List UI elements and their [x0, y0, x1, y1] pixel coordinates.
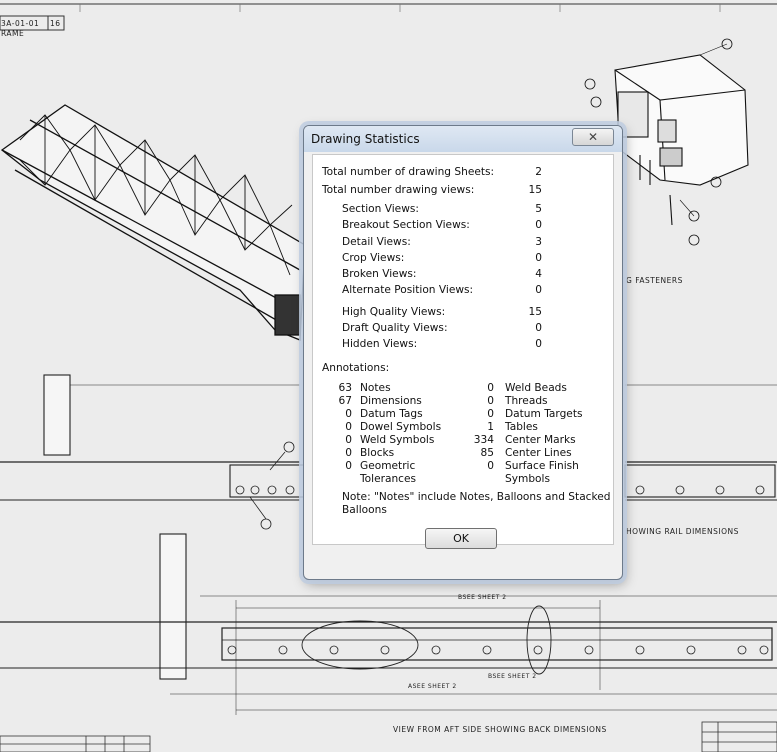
- annotation-label-line2: Tolerances: [360, 473, 417, 485]
- rail-view-label: HOWING RAIL DIMENSIONS: [626, 527, 739, 536]
- breakout-views-label: Breakout Section Views:: [342, 219, 470, 231]
- annotation-label: Datum Tags: [360, 408, 423, 420]
- annotation-label: Dowel Symbols: [360, 421, 442, 433]
- revision-table-bottom-left: [0, 735, 151, 752]
- statistics-panel: Total number of drawing Sheets: 2 Total …: [312, 154, 614, 545]
- title-block-bottom-right: [701, 721, 777, 752]
- annotation-count: 0: [345, 408, 352, 420]
- high-quality-views-label: High Quality Views:: [342, 306, 446, 318]
- draft-quality-views-value: 0: [535, 322, 542, 334]
- annotation-label-line2: Symbols: [505, 473, 550, 485]
- annotation-label: Tables: [505, 421, 538, 433]
- broken-views-value: 4: [535, 268, 542, 280]
- annotation-label: Notes: [360, 382, 391, 394]
- annotation-label: Dimensions: [360, 395, 422, 407]
- aft-side-view: [0, 533, 777, 715]
- close-button[interactable]: ✕: [572, 128, 614, 146]
- section-views-value: 5: [535, 203, 542, 215]
- callout-bsee-sheet: BSEE SHEET 2: [458, 594, 507, 601]
- annotation-count: 0: [345, 434, 352, 446]
- annotation-label: Weld Beads: [505, 382, 567, 394]
- annotation-label: Surface Finish: [505, 460, 579, 472]
- annotation-count: 1: [487, 421, 494, 433]
- annotation-count: 334: [473, 434, 494, 446]
- breakout-views-value: 0: [535, 219, 542, 231]
- note-text-line1: Note: "Notes" include Notes, Balloons an…: [342, 491, 611, 503]
- alt-position-views-value: 0: [535, 284, 542, 296]
- total-sheets-label: Total number of drawing Sheets:: [322, 166, 495, 178]
- annotation-count: 0: [487, 408, 494, 420]
- crop-views-label: Crop Views:: [342, 252, 405, 264]
- bracket-assembly-view: [584, 38, 749, 246]
- annotation-count: 63: [338, 382, 352, 394]
- hidden-views-value: 0: [535, 338, 542, 350]
- truss-frame-isometric-view: [0, 104, 306, 341]
- detail-views-label: Detail Views:: [342, 236, 411, 248]
- sheet-number-text: 16: [50, 19, 61, 28]
- annotation-label: Center Lines: [505, 447, 572, 459]
- rail-dimensions-view: [0, 374, 777, 530]
- section-views-label: Section Views:: [342, 203, 419, 215]
- annotation-label: Geometric: [360, 460, 416, 472]
- callout-asee-sheet: ASEE SHEET 2: [408, 683, 457, 690]
- annotation-label: Datum Targets: [505, 408, 583, 420]
- annotations-heading: Annotations:: [322, 362, 390, 374]
- drawing-statistics-dialog: Drawing Statistics ✕ Total number of dra…: [303, 125, 623, 580]
- crop-views-value: 0: [535, 252, 542, 264]
- note-text-line2: Balloons: [342, 504, 387, 516]
- alt-position-views-label: Alternate Position Views:: [342, 284, 474, 296]
- aft-view-label: VIEW FROM AFT SIDE SHOWING BACK DIMENSIO…: [393, 725, 607, 734]
- annotation-label: Threads: [505, 395, 548, 407]
- annotation-count: 0: [345, 421, 352, 433]
- annotation-count: 0: [487, 395, 494, 407]
- annotation-count: 85: [480, 447, 494, 459]
- annotation-count: 0: [487, 382, 494, 394]
- annotation-count: 67: [338, 395, 352, 407]
- annotation-label: Blocks: [360, 447, 395, 459]
- dialog-title: Drawing Statistics: [311, 132, 420, 146]
- annotation-count: 0: [345, 460, 352, 472]
- annotation-count: 0: [487, 460, 494, 472]
- sheet-id-text: 3A-01-01: [1, 19, 39, 28]
- hidden-views-label: Hidden Views:: [342, 338, 418, 350]
- total-views-value: 15: [528, 184, 542, 196]
- frame-label-text: RAME: [1, 29, 24, 38]
- total-sheets-value: 2: [535, 166, 542, 178]
- dialog-title-bar[interactable]: Drawing Statistics ✕: [304, 126, 622, 152]
- annotation-count: 0: [345, 447, 352, 459]
- ok-button[interactable]: OK: [425, 528, 497, 549]
- fasteners-view-label: G FASTENERS: [626, 276, 683, 285]
- broken-views-label: Broken Views:: [342, 268, 417, 280]
- close-icon: ✕: [587, 130, 599, 144]
- high-quality-views-value: 15: [528, 306, 542, 318]
- annotation-label: Weld Symbols: [360, 434, 435, 446]
- callout-bsee-sheet-2: BSEE SHEET 2: [488, 673, 537, 680]
- draft-quality-views-label: Draft Quality Views:: [342, 322, 448, 334]
- title-block-top-left: 3A-01-01 16 RAME: [0, 15, 65, 38]
- detail-views-value: 3: [535, 236, 542, 248]
- total-views-label: Total number drawing views:: [322, 184, 475, 196]
- annotation-label: Center Marks: [505, 434, 576, 446]
